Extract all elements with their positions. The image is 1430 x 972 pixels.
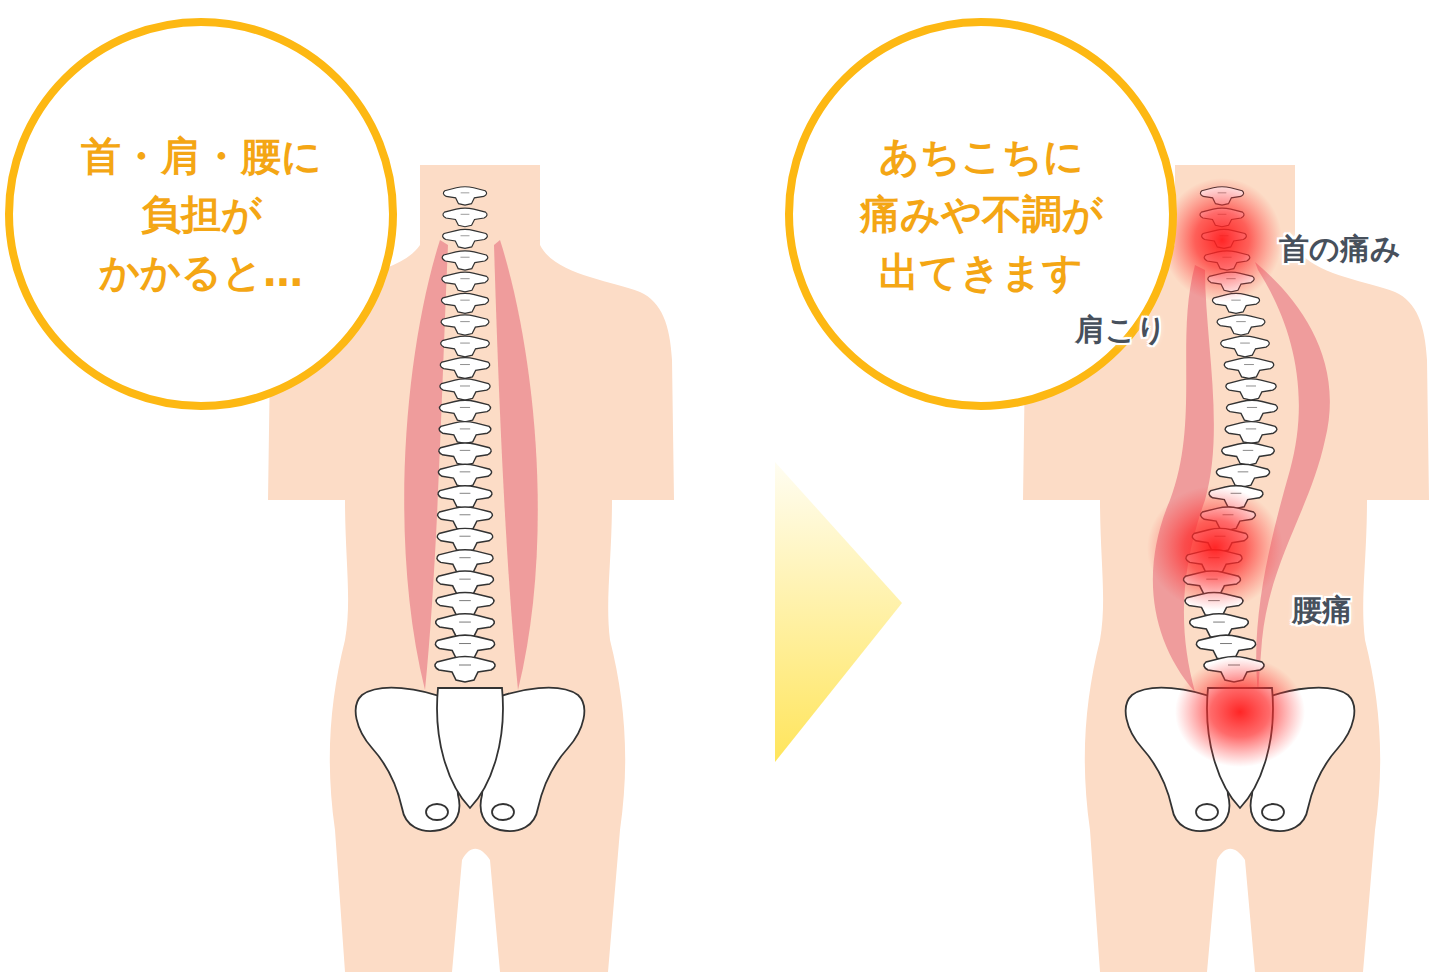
pelvis-hole — [492, 804, 514, 820]
vertebra — [438, 464, 491, 487]
speech-circle: あちこちに 痛みや不調が 出てきます — [785, 18, 1177, 410]
vertebra — [439, 422, 491, 444]
vertebra — [441, 293, 488, 313]
pelvis — [356, 688, 585, 831]
vertebra — [442, 251, 488, 270]
vertebra — [441, 336, 490, 357]
vertebra — [440, 379, 490, 400]
spine — [435, 187, 495, 682]
vertebra — [1226, 379, 1276, 400]
pain-glow — [1175, 657, 1305, 767]
muscle — [494, 240, 538, 690]
vertebra — [437, 550, 493, 574]
vertebra — [1217, 315, 1265, 335]
vertebra — [1221, 336, 1270, 357]
vertebra — [1216, 464, 1269, 487]
pelvis-hole — [1262, 804, 1284, 820]
vertebra — [1225, 422, 1277, 444]
pelvis-hole — [426, 804, 448, 820]
arrow-triangle — [775, 462, 902, 762]
vertebra — [1222, 443, 1275, 465]
vertebra — [441, 315, 489, 335]
vertebra — [440, 400, 491, 422]
symptom-label: 肩こり — [1075, 312, 1167, 348]
speech-circle: 首・肩・腰に 負担が かかると… — [5, 18, 397, 410]
vertebra — [1227, 400, 1278, 422]
sacrum — [437, 688, 503, 808]
vertebra — [440, 358, 489, 379]
vertebra — [439, 443, 492, 465]
muscle — [1255, 262, 1330, 692]
vertebra — [442, 272, 488, 292]
vertebra — [438, 486, 492, 509]
vertebra — [438, 507, 493, 530]
pain-glow — [1162, 178, 1282, 302]
pain-glow — [1147, 486, 1283, 610]
circle-text: 首・肩・腰に 負担が かかると… — [56, 127, 346, 301]
pelvis-hole — [1196, 804, 1218, 820]
vertebra — [443, 208, 487, 227]
vertebra — [443, 187, 486, 205]
vertebra — [437, 528, 493, 552]
vertebra — [443, 229, 488, 248]
vertebra — [436, 571, 493, 595]
symptom-label: 腰痛 — [1292, 592, 1352, 628]
vertebra — [435, 657, 495, 683]
vertebra — [1224, 358, 1273, 379]
symptom-label: 首の痛み — [1279, 231, 1401, 267]
circle-text: あちこちに 痛みや不調が 出てきます — [836, 127, 1126, 301]
